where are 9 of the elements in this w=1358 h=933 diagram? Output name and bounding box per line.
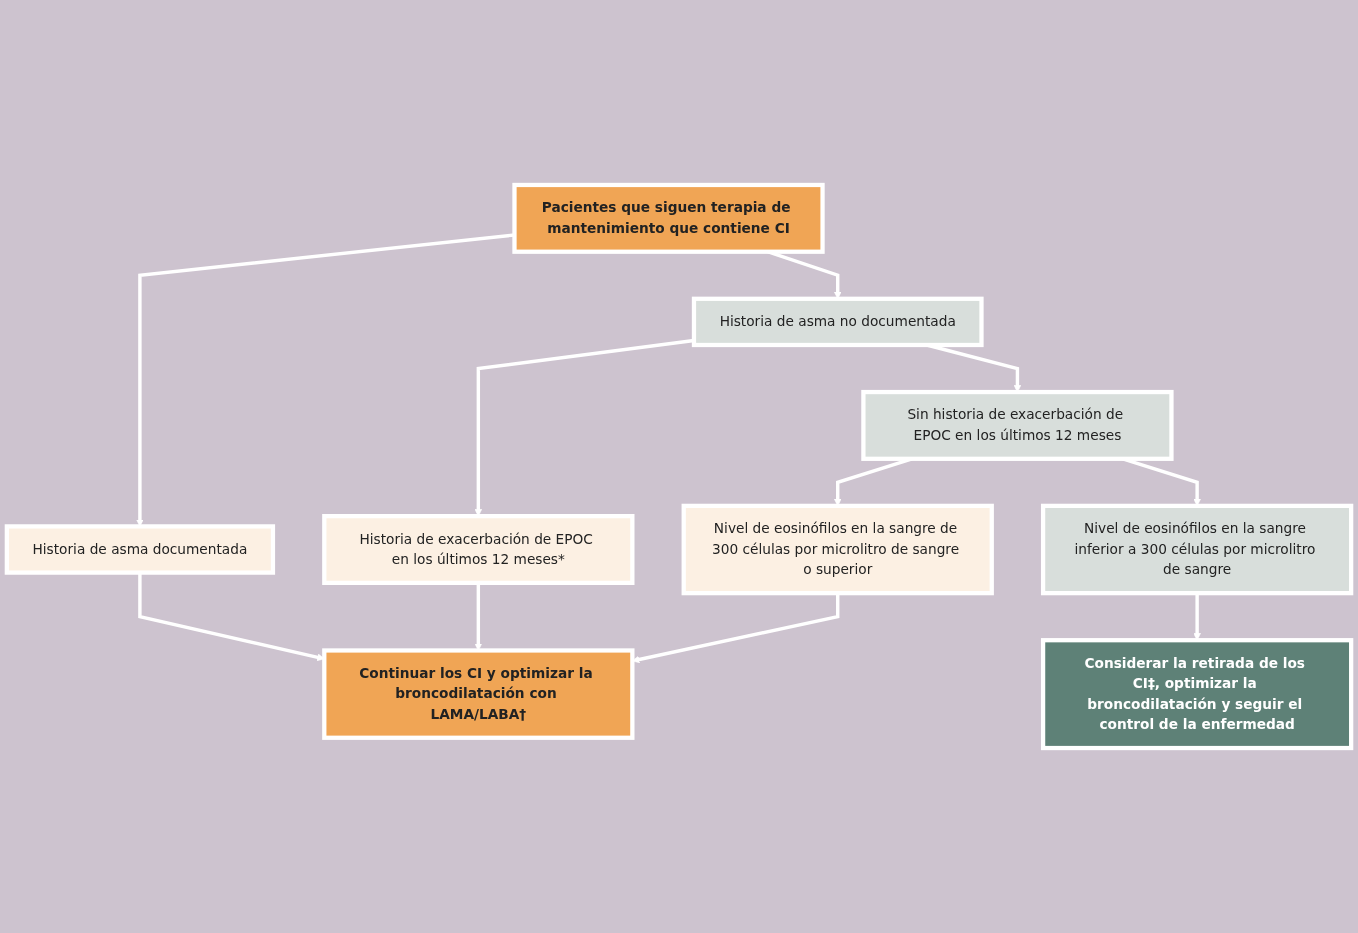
node-box: Continuar los CI y optimizar la broncodilatación con LAMA/LABA† [322,648,635,740]
node-box: Considerar la retirada de los CI‡, optimizar la broncodilatación y seguir el control de la enfermedad [1040,638,1354,751]
node-box: Pacientes que siguen terapia de mantenimiento que contiene CI [512,182,825,254]
node-box: Historia de exacerbación de EPOC en los últimos 12 meses* [322,514,635,585]
node-box: Nivel de eosinófilos en la sangre de 300 células por microlitro de sangre o superior [681,503,994,596]
node-box: Sin historia de exacerbación de EPOC en los últimos 12 meses [861,389,1174,461]
node-box: Nivel de eosinófilos en la sangre inferior a 300 células por microlitro de sangre [1040,503,1354,596]
node-box: Historia de asma documentada [4,524,276,575]
node-box: Historia de asma no documentada [691,296,984,348]
